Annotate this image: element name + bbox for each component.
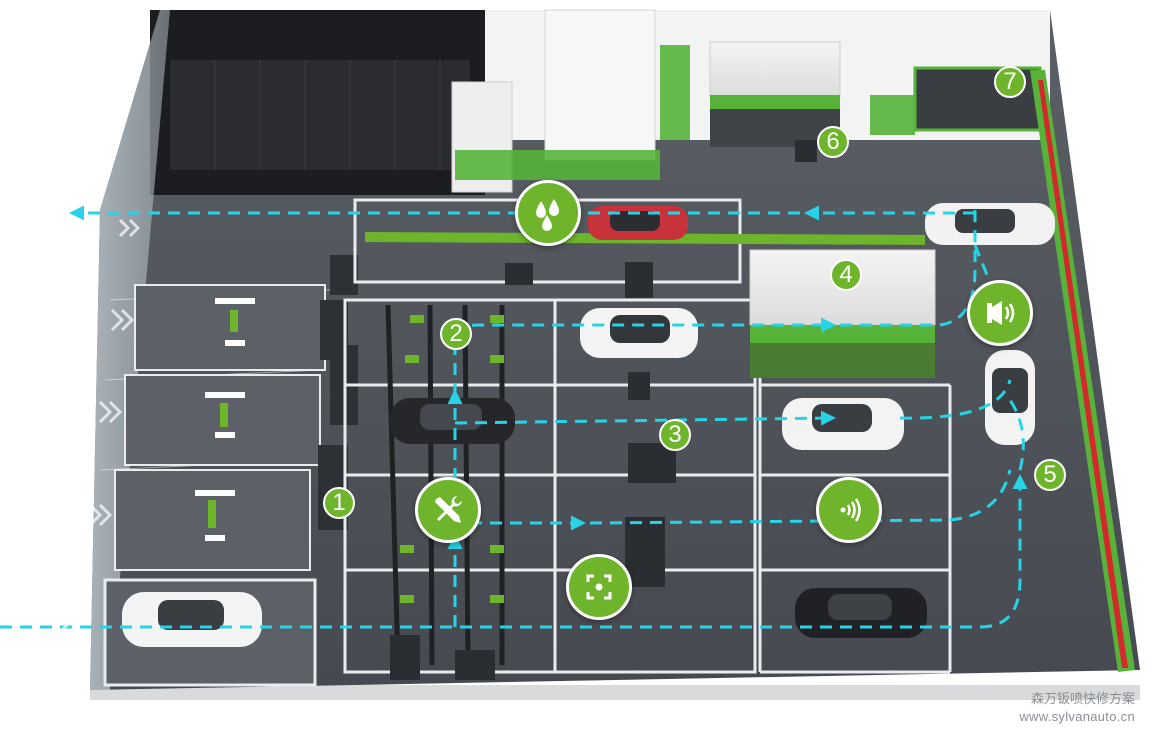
zone-label-4: 4 [839, 261, 853, 288]
watermark: 森万钣喷快修方案 www.sylvanauto.cn [1019, 691, 1135, 725]
zone-badge-6: 6 [817, 126, 849, 158]
wrench-screwdriver-icon [415, 477, 481, 543]
zone-label-6: 6 [826, 128, 840, 155]
car-black-bottom [795, 588, 927, 638]
paint-booth-band [710, 95, 840, 109]
green-strip-2 [660, 45, 690, 140]
zone-badge-2: 2 [440, 318, 472, 350]
car-red [588, 206, 688, 240]
car-white-entry [122, 592, 262, 647]
horn-speaker-icon [967, 280, 1033, 346]
zone-badge-4: 4 [830, 259, 862, 291]
sound-wave-icon [816, 477, 882, 543]
zone-badge-7: 7 [994, 66, 1026, 98]
zone-label-3: 3 [668, 421, 682, 448]
water-drops-icon [515, 180, 581, 246]
paint-booth-top [709, 41, 841, 98]
watermark-url: www.sylvanauto.cn [1019, 709, 1135, 724]
scan-frame-icon [566, 554, 632, 620]
drying-room-band [750, 325, 935, 343]
zone-label-5: 5 [1043, 461, 1057, 488]
zone-label-1: 1 [332, 489, 346, 516]
back-wall-windows [170, 60, 470, 170]
watermark-name: 森万钣喷快修方案 [1030, 692, 1135, 707]
zone-badge-3: 3 [659, 419, 691, 451]
zone-label-2: 2 [449, 320, 463, 347]
car-white-top-right [925, 203, 1055, 245]
right-wall-red [1038, 80, 1128, 668]
car-white-zone2 [580, 308, 698, 358]
drying-room-wall [750, 343, 935, 378]
zone-badge-1: 1 [323, 487, 355, 519]
zone-label-7: 7 [1003, 68, 1017, 95]
green-strip-3 [870, 95, 915, 135]
building-base [90, 685, 1140, 700]
glass-partition-left [90, 10, 170, 690]
zone-badge-5: 5 [1034, 459, 1066, 491]
green-strip-1 [455, 150, 660, 180]
office-box-mid [544, 9, 656, 161]
car-white-zone3 [782, 398, 904, 450]
car-white-right [985, 350, 1035, 445]
chevrons-left [50, 218, 141, 632]
